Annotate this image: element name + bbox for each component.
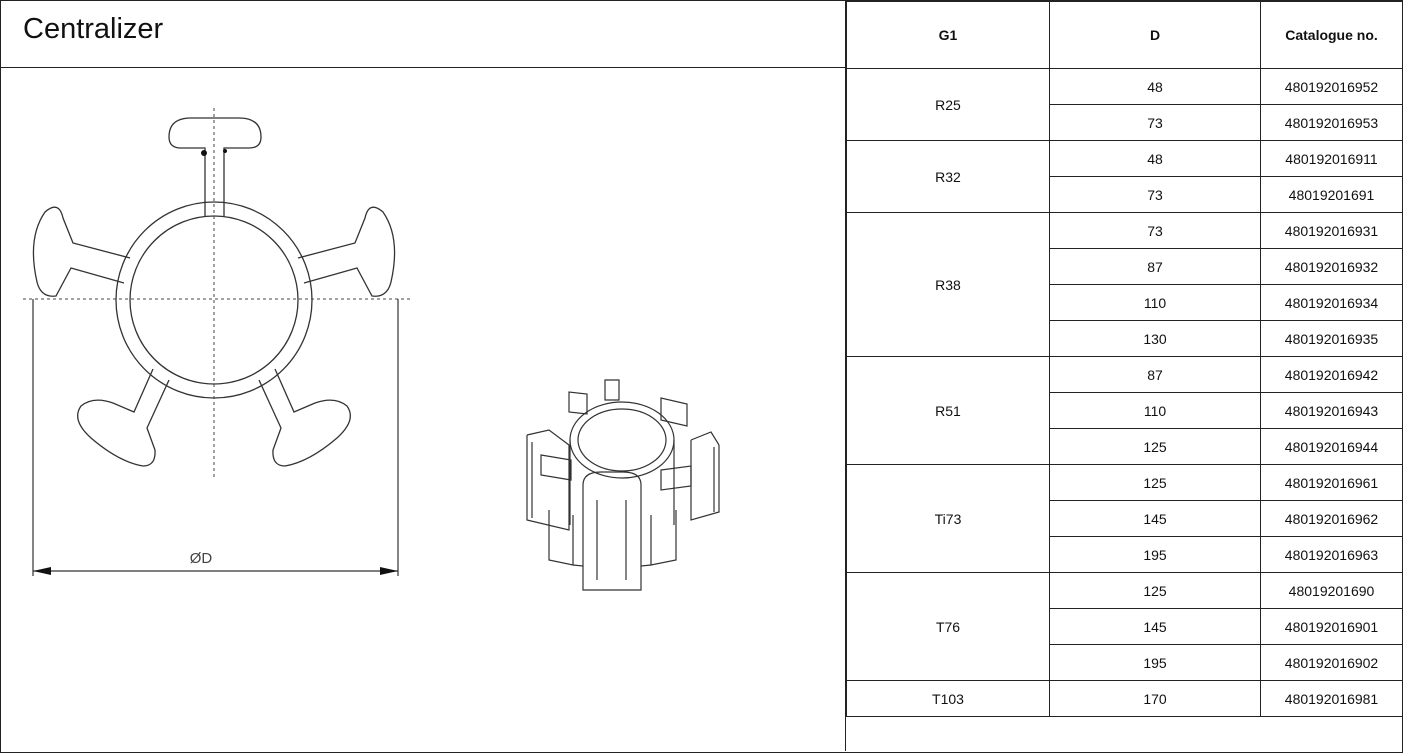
table-row: 73 48019201691	[847, 176, 1403, 213]
header-catalogue-no: Catalogue no.	[1260, 1, 1403, 69]
d-cell: 145	[1049, 608, 1261, 645]
d-cell: 87	[1049, 248, 1261, 285]
technical-drawing: ØD	[23, 108, 720, 591]
g1-cell: T76	[846, 572, 1050, 681]
table-row: 130 480192016935	[847, 320, 1403, 357]
table-row: 87 480192016932	[847, 248, 1403, 285]
d-cell: 73	[1049, 104, 1261, 141]
d-cell: 73	[1049, 176, 1261, 213]
dimension-lines	[32, 299, 399, 576]
table-row: Ti73 125 480192016961	[846, 464, 1403, 573]
d-cell: 125	[1049, 428, 1261, 465]
table-row: 110 480192016934	[847, 284, 1403, 321]
d-cell: 48	[1049, 140, 1261, 177]
table-row: R38 73 480192016931	[846, 212, 1403, 357]
catalogue-cell: 480192016932	[1260, 248, 1403, 285]
d-cell: 110	[1049, 284, 1261, 321]
marker-dot-icon	[223, 149, 227, 153]
d-cell: 170	[1049, 680, 1261, 717]
catalogue-cell: 480192016942	[1260, 356, 1403, 393]
catalogue-cell: 48019201691	[1260, 176, 1403, 213]
catalogue-cell: 480192016943	[1260, 392, 1403, 429]
catalogue-cell: 480192016901	[1260, 608, 1403, 645]
drawing-area: ØD	[1, 68, 846, 751]
g1-cell: T103	[846, 680, 1050, 717]
catalogue-cell: 480192016934	[1260, 284, 1403, 321]
table-row: T76 125 48019201690	[846, 572, 1403, 681]
d-cell: 73	[1049, 212, 1261, 249]
catalogue-cell: 480192016902	[1260, 644, 1403, 681]
catalogue-cell: 480192016952	[1260, 68, 1403, 105]
catalogue-cell: 480192016931	[1260, 212, 1403, 249]
catalogue-cell: 480192016953	[1260, 104, 1403, 141]
centerlines	[23, 108, 411, 480]
table-row: 110 480192016943	[847, 392, 1403, 429]
g1-cell: R25	[846, 68, 1050, 141]
g1-cell: Ti73	[846, 464, 1050, 573]
d-cell: 110	[1049, 392, 1261, 429]
d-cell: 130	[1049, 320, 1261, 357]
catalogue-cell: 480192016944	[1260, 428, 1403, 465]
table-row: 125 480192016944	[847, 428, 1403, 465]
centralizer-isometric-view-icon	[526, 379, 720, 591]
d-cell: 195	[1049, 644, 1261, 681]
catalogue-cell: 480192016935	[1260, 320, 1403, 357]
g1-cell: R51	[846, 356, 1050, 465]
catalogue-cell: 480192016963	[1260, 536, 1403, 573]
dimension-arrow-right-icon	[380, 567, 398, 575]
d-cell: 125	[1049, 572, 1261, 609]
table-row: R51 87 480192016942	[846, 356, 1403, 465]
dimension-arrow-left-icon	[33, 567, 51, 575]
d-cell: 48	[1049, 68, 1261, 105]
catalogue-cell: 48019201690	[1260, 572, 1403, 609]
table-row: R25 48 480192016952	[846, 68, 1403, 141]
table-row: 145 480192016962	[847, 500, 1403, 537]
page-title: Centralizer	[23, 13, 164, 45]
g1-cell: R32	[846, 140, 1050, 213]
g1-cell: R38	[846, 212, 1050, 357]
d-cell: 195	[1049, 536, 1261, 573]
catalogue-cell: 480192016962	[1260, 500, 1403, 537]
d-cell: 125	[1049, 464, 1261, 501]
header-d: D	[1049, 1, 1261, 69]
title-cell: Centralizer	[1, 1, 846, 68]
catalogue-cell: 480192016981	[1260, 680, 1403, 717]
table-header-row: G1 D Catalogue no.	[846, 1, 1403, 69]
d-cell: 87	[1049, 356, 1261, 393]
catalogue-cell: 480192016911	[1260, 140, 1403, 177]
marker-dot-icon	[201, 150, 207, 156]
spec-table: G1 D Catalogue no. R25 48 480192016952 7…	[846, 1, 1403, 717]
table-row: 195 480192016963	[847, 536, 1403, 573]
diameter-label: ØD	[190, 550, 213, 567]
catalogue-cell: 480192016961	[1260, 464, 1403, 501]
header-g1: G1	[846, 1, 1050, 69]
table-row: 73 480192016953	[847, 104, 1403, 141]
table-row: R32 48 480192016911	[846, 140, 1403, 213]
d-cell: 145	[1049, 500, 1261, 537]
table-row: T103 170 480192016981	[846, 680, 1403, 717]
table-row: 195 480192016902	[847, 644, 1403, 681]
